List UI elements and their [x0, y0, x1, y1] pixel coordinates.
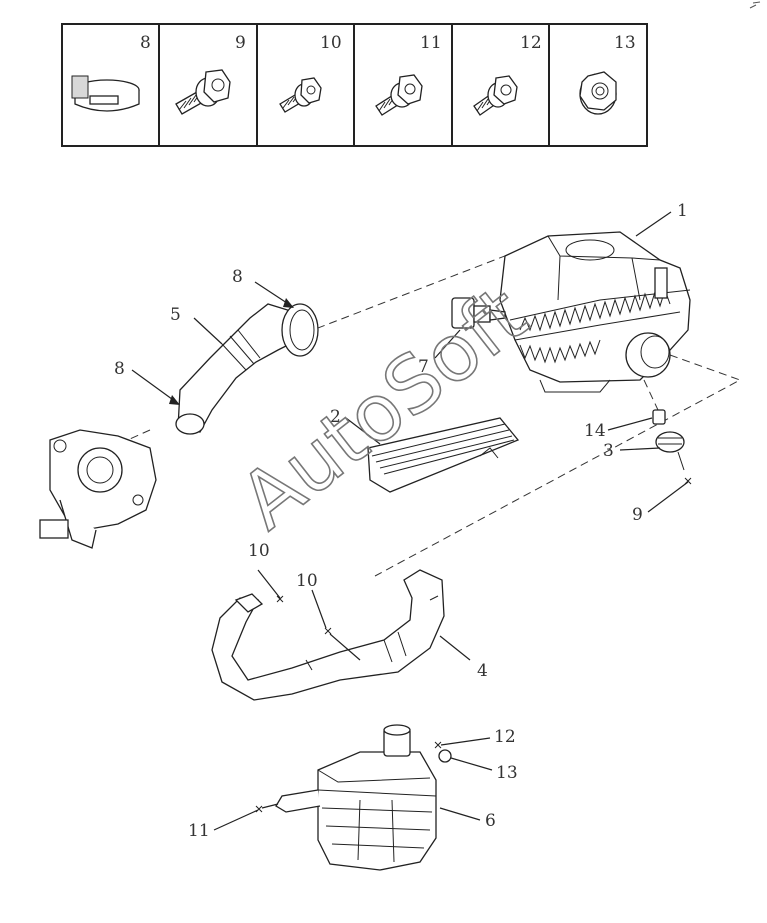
- callout-12: 12: [494, 727, 516, 747]
- intake-air-temp-sensor: [451, 297, 506, 329]
- corner-mark: [749, 1, 761, 9]
- callout-1: 1: [677, 201, 688, 221]
- flange-nut-icon: [579, 71, 617, 115]
- callout-10-lower: 10: [296, 571, 318, 591]
- callout-7: 7: [418, 357, 429, 377]
- callout-4: 4: [477, 661, 488, 681]
- callout-11: 11: [188, 821, 210, 841]
- flange-bolt-icon: [279, 77, 322, 113]
- air-filter-element: [367, 417, 520, 493]
- flange-bolt-icon: [375, 74, 423, 116]
- grommet-14: [652, 409, 666, 425]
- callout-10-upper: 10: [248, 541, 270, 561]
- flange-bolt-icon: [473, 75, 518, 116]
- table-header-8: 8: [140, 33, 151, 53]
- fastener-table: 8 9 10 11 12 13: [61, 23, 648, 147]
- callout-2: 2: [330, 407, 341, 427]
- throttle-body: [39, 429, 157, 549]
- callout-6: 6: [485, 811, 496, 831]
- table-header-13: 13: [614, 33, 636, 53]
- mount-rubber-3: [655, 431, 685, 471]
- air-intake-hose: [175, 303, 319, 435]
- resonator-duct: [211, 569, 445, 701]
- hose-clamp-icon: [71, 75, 140, 112]
- callout-8-left: 8: [114, 359, 125, 379]
- table-header-10: 10: [320, 33, 342, 53]
- callout-5: 5: [170, 305, 181, 325]
- resonator-box: [275, 724, 437, 871]
- callout-14: 14: [584, 421, 606, 441]
- table-header-9: 9: [235, 33, 246, 53]
- callout-8-top: 8: [232, 267, 243, 287]
- table-header-12: 12: [520, 33, 542, 53]
- air-cleaner-housing: [499, 231, 691, 393]
- callout-3: 3: [603, 441, 614, 461]
- flange-bolt-icon: [175, 69, 231, 115]
- callout-9: 9: [632, 505, 643, 525]
- callout-13: 13: [496, 763, 518, 783]
- table-header-11: 11: [420, 33, 442, 53]
